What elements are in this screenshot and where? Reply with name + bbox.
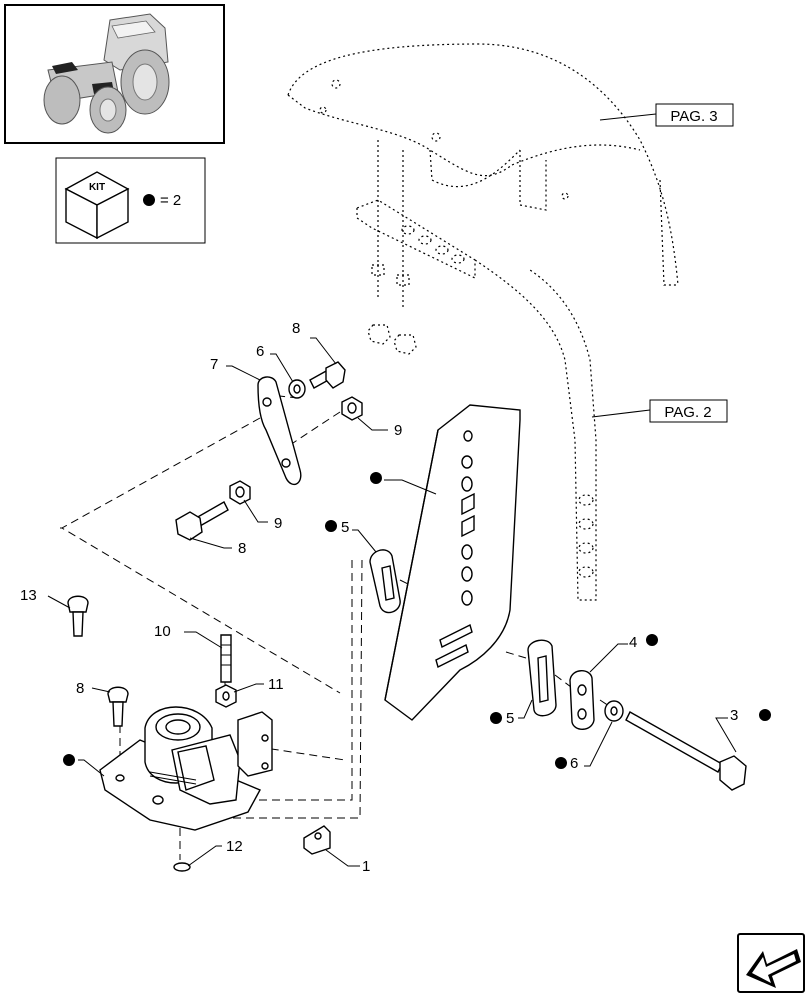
part-4-plate[interactable] bbox=[569, 670, 595, 730]
kit-dot-icon bbox=[325, 520, 337, 532]
part-8-bolt-lower[interactable] bbox=[175, 501, 229, 541]
part-9-nut-lower[interactable] bbox=[229, 480, 251, 505]
part-7-bracket[interactable] bbox=[257, 376, 302, 486]
callout-11: 11 bbox=[268, 676, 284, 693]
kit-cube-icon bbox=[64, 171, 130, 240]
callout-4: 4 bbox=[629, 634, 637, 651]
pag3-reference[interactable]: PAG. 3 bbox=[599, 103, 734, 127]
part-13-bolt[interactable] bbox=[67, 595, 89, 637]
kit-label: KIT bbox=[89, 182, 105, 193]
callouts: 1 3 4 5 5 6 6 7 8 8 8 bbox=[20, 320, 771, 875]
pag2-reference[interactable]: PAG. 2 bbox=[591, 399, 728, 423]
callout-5-lower: 5 bbox=[506, 710, 514, 727]
part-5-clevis-lower[interactable] bbox=[527, 639, 557, 717]
tractor-icon bbox=[43, 13, 170, 134]
callout-1: 1 bbox=[362, 858, 370, 875]
kit-dot-icon bbox=[555, 757, 567, 769]
callout-13: 13 bbox=[20, 587, 37, 604]
mounting-plate[interactable] bbox=[384, 404, 521, 721]
callout-9-upper: 9 bbox=[394, 422, 402, 439]
part-11-nut[interactable] bbox=[215, 684, 237, 708]
hitch-assembly[interactable] bbox=[99, 706, 273, 831]
callout-6-lower: 6 bbox=[570, 755, 578, 772]
part-1-small-bracket[interactable] bbox=[303, 825, 331, 855]
kit-dot-icon bbox=[143, 194, 155, 206]
callout-7: 7 bbox=[210, 356, 218, 373]
callout-8-left: 8 bbox=[76, 680, 84, 697]
part-8-bolt-upper[interactable] bbox=[309, 361, 346, 389]
callout-12: 12 bbox=[226, 838, 243, 855]
part-3-long-bolt[interactable] bbox=[625, 711, 747, 791]
callout-10: 10 bbox=[154, 623, 171, 640]
kit-legend: KIT = 2 bbox=[55, 157, 206, 244]
kit-dot-icon bbox=[646, 634, 658, 646]
part-10-stud[interactable] bbox=[220, 634, 232, 683]
kit-dot-icon bbox=[759, 709, 771, 721]
kit-dot-icon bbox=[370, 472, 382, 484]
pag2-label: PAG. 2 bbox=[664, 404, 711, 421]
callout-3: 3 bbox=[730, 707, 738, 724]
callout-9-lower: 9 bbox=[274, 515, 282, 532]
fender bbox=[287, 43, 679, 601]
part-8-bolt-left[interactable] bbox=[107, 686, 129, 727]
part-5-clevis-upper[interactable] bbox=[369, 549, 401, 614]
kit-equation: = 2 bbox=[160, 192, 181, 209]
part-9-nut-upper[interactable] bbox=[341, 396, 363, 421]
callout-6-upper: 6 bbox=[256, 343, 264, 360]
pag3-label: PAG. 3 bbox=[670, 108, 717, 125]
part-6-washer-upper[interactable] bbox=[288, 379, 306, 399]
callout-8-lower: 8 bbox=[238, 540, 246, 557]
callout-8-upper: 8 bbox=[292, 320, 300, 337]
tractor-thumbnail bbox=[4, 4, 225, 144]
part-6-washer-lower[interactable] bbox=[604, 700, 624, 722]
callout-5-upper: 5 bbox=[341, 519, 349, 536]
kit-dot-icon bbox=[490, 712, 502, 724]
next-page-arrow-icon[interactable] bbox=[737, 933, 805, 993]
kit-dot-icon bbox=[63, 754, 75, 766]
part-12-washer[interactable] bbox=[173, 862, 191, 872]
